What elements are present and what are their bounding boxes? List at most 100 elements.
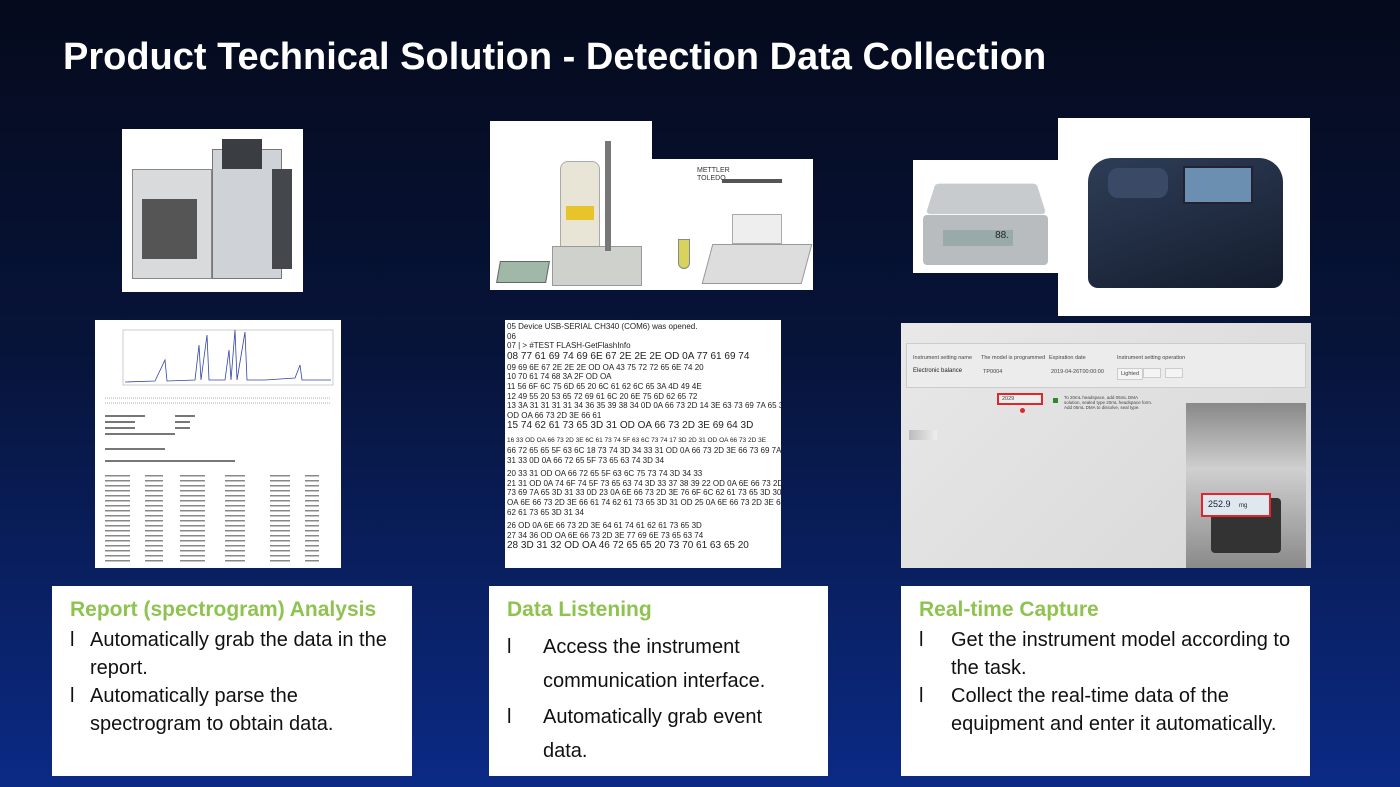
gc-instrument-image — [122, 129, 303, 292]
checkbox[interactable] — [1053, 398, 1058, 403]
report-table-cell — [270, 535, 290, 537]
log-line: 27 34 36 OD OA 6E 66 73 2D 3E 77 69 6E 7… — [507, 530, 704, 540]
report-table-cell — [270, 520, 290, 522]
report-table-cell — [105, 545, 130, 547]
log-line: OD OA 66 73 2D 3E 66 61 — [507, 410, 602, 420]
bullet-icon: l — [70, 629, 75, 651]
report-table-cell — [145, 525, 163, 527]
spectrophotometer-image — [1058, 118, 1310, 316]
header-setting-name: Instrument setting name — [913, 355, 973, 361]
log-line: 26 OD 0A 6E 66 73 2D 3E 64 61 74 61 62 6… — [507, 521, 702, 531]
report-table-cell — [145, 545, 163, 547]
report-table-cell — [305, 475, 319, 477]
report-table-cell — [180, 530, 205, 532]
report-table-cell — [180, 480, 205, 482]
report-table-cell — [180, 550, 205, 552]
report-table-cell — [225, 560, 245, 562]
bullet-icon: l — [919, 629, 924, 651]
lighted-button[interactable]: Lighted — [1117, 368, 1144, 380]
report-table-cell — [105, 560, 130, 562]
report-table-cell — [270, 505, 290, 507]
option-button[interactable] — [1165, 368, 1183, 378]
instruction-note: To 20mL headspace, add 05mL DMA solution… — [1064, 395, 1153, 410]
report-table-cell — [225, 520, 245, 522]
cell-name: Electronic balance — [913, 368, 963, 374]
report-table-cell — [225, 555, 245, 557]
report-table-cell — [305, 545, 319, 547]
report-table-cell — [225, 500, 245, 502]
log-line: 08 77 61 69 74 69 6E 67 2E 2E 2E OD 0A 7… — [507, 350, 750, 362]
report-table-cell — [225, 510, 245, 512]
report-table-cell — [105, 480, 130, 482]
report-table-cell — [305, 510, 319, 512]
report-table-cell — [225, 540, 245, 542]
report-table-cell — [270, 485, 290, 487]
bullet-text: Automatically grab the data in the repor… — [90, 629, 387, 679]
report-table-cell — [180, 475, 205, 477]
report-table-cell — [145, 500, 163, 502]
log-line: 07 | > #TEST FLASH-GetFlashInfo — [507, 341, 631, 351]
report-table-cell — [225, 480, 245, 482]
report-table-cell — [270, 490, 290, 492]
cell-expiration: 2019-04-26T00:00:00 — [1051, 369, 1104, 375]
report-table-cell — [305, 520, 319, 522]
report-table-cell — [270, 530, 290, 532]
log-line: 15 74 62 61 73 65 3D 31 OD OA 66 73 2D 3… — [507, 420, 754, 432]
report-table-cell — [105, 540, 130, 542]
report-table-cell — [270, 545, 290, 547]
log-line: 06 — [507, 331, 516, 341]
report-table-cell — [225, 485, 245, 487]
report-table-cell — [225, 525, 245, 527]
report-table-cell — [225, 515, 245, 517]
slider-handle[interactable] — [909, 430, 937, 440]
log-line: 21 31 OD 0A 74 6F 74 5F 73 65 63 74 3D 3… — [507, 478, 781, 488]
report-table-cell — [105, 505, 130, 507]
report-table-cell — [270, 540, 290, 542]
value-input[interactable]: 2029 — [997, 393, 1043, 405]
instrument-software-screen: Instrument setting name The model is pro… — [901, 323, 1311, 568]
report-table-cell — [105, 490, 130, 492]
report-table-cell — [180, 560, 205, 562]
bullet-item: l Get the instrument model according to t… — [919, 626, 1292, 682]
report-table-cell — [105, 475, 130, 477]
report-table-cell — [270, 495, 290, 497]
bullet-icon: l — [507, 636, 512, 658]
header-model: The model is programmed — [981, 355, 1046, 361]
report-table-cell — [270, 525, 290, 527]
report-table-cell — [180, 515, 205, 517]
report-table-cell — [270, 500, 290, 502]
report-table-cell — [270, 480, 290, 482]
report-table-cell — [305, 485, 319, 487]
report-table-cell — [180, 555, 205, 557]
report-table-cell — [145, 555, 163, 557]
report-table-cell — [105, 535, 130, 537]
titrator-image — [490, 121, 652, 290]
report-table-cell — [145, 505, 163, 507]
report-table-cell — [180, 520, 205, 522]
log-line: 62 61 73 65 3D 31 34 — [507, 507, 584, 517]
log-line: 09 69 6E 67 2E 2E 2E OD OA 43 75 72 72 6… — [507, 362, 704, 372]
cell-model: TP0004 — [983, 369, 1003, 375]
report-table-cell — [145, 510, 163, 512]
report-table-cell — [305, 495, 319, 497]
report-table-cell — [305, 490, 319, 492]
report-table-cell — [145, 480, 163, 482]
electronic-balance-image: 88. — [913, 160, 1058, 273]
bullet-icon: l — [70, 685, 75, 707]
option-button[interactable] — [1143, 368, 1161, 378]
error-icon — [1020, 408, 1025, 413]
header-operation: Instrument setting operation — [1117, 355, 1186, 361]
log-line: OA 6E 66 73 2D 3E 66 61 74 62 61 73 65 3… — [507, 497, 781, 507]
report-table-cell — [270, 515, 290, 517]
reading-display: 252.9 mg — [1201, 493, 1271, 517]
bullet-icon: l — [919, 685, 924, 707]
report-table-cell — [180, 500, 205, 502]
bullet-text: Get the instrument model according to th… — [951, 629, 1291, 679]
report-table-cell — [270, 510, 290, 512]
log-line: 11 56 6F 6C 75 6D 65 20 6C 61 62 6C 65 3… — [507, 381, 702, 391]
report-table-cell — [305, 505, 319, 507]
report-table-cell — [105, 550, 130, 552]
log-line: 31 33 0D 0A 66 72 65 5F 73 65 63 74 3D 3… — [507, 455, 665, 465]
